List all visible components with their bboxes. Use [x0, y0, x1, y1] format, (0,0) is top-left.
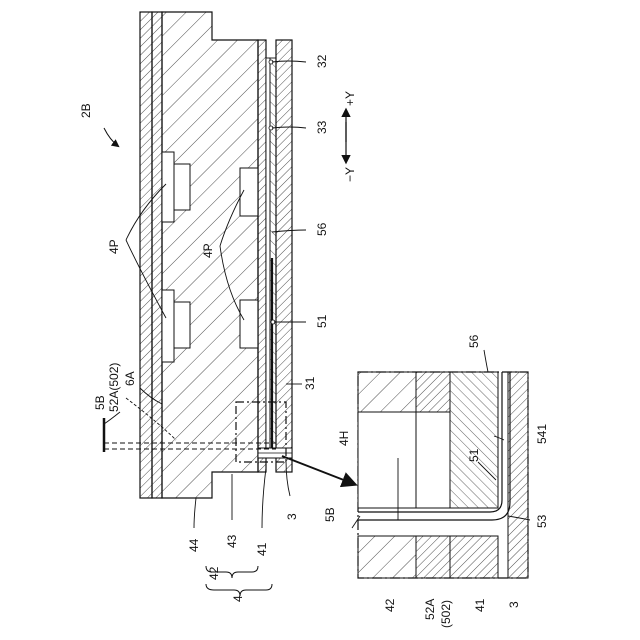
inset-41-lower	[450, 536, 498, 578]
inset-cover-3	[508, 372, 528, 578]
main-cross-section	[104, 12, 354, 498]
inset-label-41: 41	[473, 598, 487, 612]
inset-label-3: 3	[507, 601, 521, 608]
figure-id-label: 2B	[79, 103, 93, 118]
inset-label-42: 42	[383, 598, 397, 612]
label-33: 33	[315, 120, 329, 134]
detail-arrow	[282, 456, 354, 484]
label-4p-left: 4P	[107, 239, 121, 254]
channel-56	[266, 58, 270, 454]
label-4: 4	[231, 595, 245, 602]
inset-label-53: 53	[535, 514, 549, 528]
axis-indicator: +Y −Y	[343, 91, 357, 182]
axis-minus-y: −Y	[343, 167, 357, 182]
label-3: 3	[285, 513, 299, 520]
plate-44	[140, 12, 152, 498]
label-52a-502: 52A(502)	[107, 363, 121, 412]
label-43: 43	[225, 534, 239, 548]
inset-label-51: 51	[467, 448, 481, 462]
figure-2b-arrow	[104, 128, 118, 146]
inset-detail	[358, 372, 528, 578]
pocket-4p-left-upper-step	[174, 164, 190, 210]
inset-42-upper	[358, 372, 416, 412]
inset-42-lower	[358, 536, 416, 578]
label-31: 31	[303, 376, 317, 390]
label-41: 41	[255, 542, 269, 556]
axis-plus-y: +Y	[343, 91, 357, 106]
inset-label-5b: 5B	[323, 507, 337, 522]
inset-hole-4h	[358, 412, 416, 508]
inset-label-502: (502)	[439, 600, 453, 628]
label-42: 42	[207, 566, 221, 580]
label-6a: 6A	[123, 371, 137, 386]
inset-41-upper	[416, 372, 450, 412]
pocket-4p-left-lower	[162, 290, 174, 362]
inset-label-56: 56	[467, 334, 481, 348]
cover-31	[276, 40, 292, 472]
plate-43	[152, 12, 162, 498]
inset-label-4h: 4H	[337, 431, 351, 446]
inset-label-52a: 52A	[423, 599, 437, 620]
inset-label-541: 541	[535, 424, 549, 444]
label-5b: 5B	[93, 395, 107, 410]
pocket-4p-left-upper	[162, 152, 174, 222]
label-4p-right: 4P	[201, 243, 215, 258]
label-32: 32	[315, 54, 329, 68]
pocket-4p-left-lower-step	[174, 302, 190, 348]
label-44: 44	[187, 538, 201, 552]
inset-51	[450, 372, 498, 508]
label-56: 56	[315, 222, 329, 236]
layer-41	[258, 40, 266, 472]
label-51: 51	[315, 314, 329, 328]
pocket-4p-right-lower	[240, 300, 258, 348]
